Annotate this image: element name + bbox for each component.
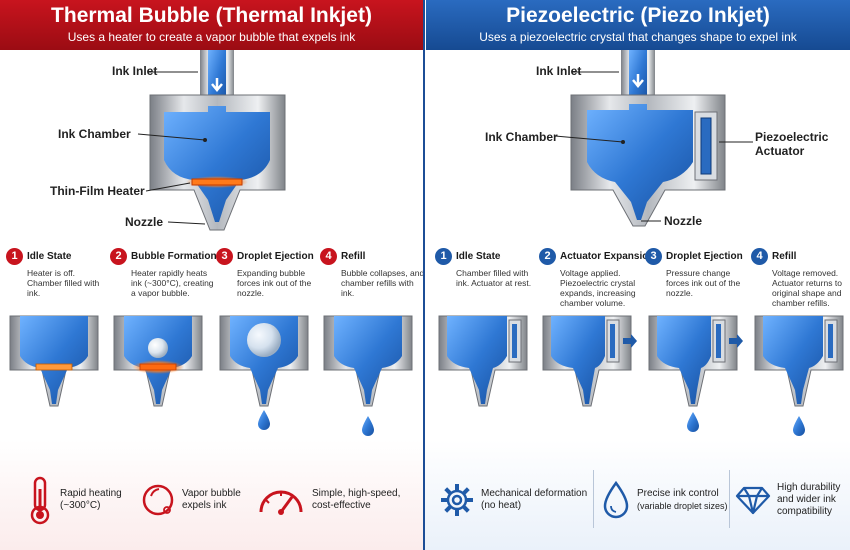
feature-separator	[729, 470, 730, 528]
piezo-panel: Piezoelectric (Piezo Inkjet) Uses a piez…	[425, 0, 850, 550]
piezo-expansion-illustration	[542, 315, 637, 407]
piezo-idle-illustration	[438, 315, 528, 407]
feature-line: expels ink	[182, 500, 227, 511]
piezo-step-idle: 1 Idle State Chamber filled with ink. Ac…	[435, 246, 539, 446]
callout-nozzle: Nozzle	[125, 215, 164, 229]
callout-nozzle: Nozzle	[664, 214, 703, 228]
feature-line: High durability	[777, 482, 841, 493]
piezo-step-refill: 4 Refill Voltage removed. Actuator retur…	[751, 246, 850, 446]
step-description: Voltage applied. Piezoelectric crystal e…	[560, 268, 636, 308]
piezo-steps: 1 Idle State Chamber filled with ink. Ac…	[425, 246, 850, 446]
piezo-ejection-illustration	[648, 315, 743, 432]
thermal-title: Thermal Bubble (Thermal Inkjet)	[51, 4, 372, 27]
thermal-banner: Thermal Bubble (Thermal Inkjet) Uses a h…	[0, 0, 423, 50]
step-title: Bubble Formation	[131, 250, 217, 262]
step-title: Idle State	[456, 250, 501, 262]
thermal-hero-diagram: Ink Inlet Ink Chamber Thin-Film Heater N…	[0, 50, 425, 240]
piezo-subtitle: Uses a piezoelectric crystal that change…	[479, 30, 797, 44]
thermal-features: Rapid heating (~300°C) Vapor bubble expe…	[0, 452, 425, 550]
feature-line: Vapor bubble	[182, 488, 241, 499]
step-number: 1	[435, 247, 452, 265]
callout-ink-inlet: Ink Inlet	[536, 64, 582, 78]
feature-line: and wider ink	[777, 494, 836, 505]
piezo-step-actuator-expansion: 2 Actuator Expansion Voltage applied. Pi…	[539, 246, 654, 446]
thermal-step-droplet-ejection: 3 Droplet Ejection Expanding bubble forc…	[216, 246, 320, 446]
piezo-features: Mechanical deformation (no heat) Precise…	[425, 452, 850, 550]
step-description: Heater is off. Chamber filled with ink.	[27, 268, 100, 298]
feature-line: compatibility	[777, 506, 833, 517]
step-title: Refill	[772, 250, 797, 262]
callout-ink-chamber: Ink Chamber	[485, 130, 558, 144]
step-title: Droplet Ejection	[666, 250, 743, 262]
feature-vapor-bubble: Vapor bubble expels ink	[140, 470, 241, 530]
step-number: 2	[539, 247, 556, 265]
thermal-panel: Thermal Bubble (Thermal Inkjet) Uses a h…	[0, 0, 425, 550]
feature-line: Precise ink control	[637, 488, 719, 499]
feature-line: Mechanical deformation	[481, 488, 588, 499]
step-number: 2	[110, 247, 127, 265]
thermometer-icon	[30, 476, 50, 525]
feature-high-speed: Simple, high-speed, cost-effective	[256, 470, 400, 530]
center-divider	[423, 0, 426, 550]
thermal-subtitle: Uses a heater to create a vapor bubble t…	[67, 30, 356, 44]
step-number: 3	[216, 247, 233, 265]
feature-precise-control: Precise ink control (variable droplet si…	[601, 470, 728, 530]
step-title: Idle State	[27, 250, 72, 262]
step-description: Expanding bubble forces ink out of the n…	[237, 268, 312, 298]
thermal-idle-illustration	[9, 315, 99, 407]
thermal-step-refill: 4 Refill Bubble collapses, and chamber r…	[320, 246, 424, 446]
piezo-title: Piezoelectric (Piezo Inkjet)	[506, 4, 770, 27]
speedometer-icon	[259, 490, 303, 515]
callout-actuator: Actuator	[755, 144, 805, 158]
step-description: Chamber filled with ink. Actuator at res…	[456, 268, 532, 288]
step-title: Droplet Ejection	[237, 250, 314, 262]
feature-line: (no heat)	[481, 500, 522, 511]
step-description: Voltage removed. Actuator returns to ori…	[772, 268, 842, 308]
thermal-printhead-illustration	[137, 50, 286, 231]
thermal-step-idle: 1 Idle State Heater is off. Chamber fill…	[6, 246, 110, 446]
callout-ink-inlet: Ink Inlet	[112, 64, 158, 78]
callout-thin-film-heater: Thin-Film Heater	[50, 184, 145, 198]
feature-line: Rapid heating	[60, 488, 122, 499]
thermal-ejection-illustration	[219, 315, 309, 430]
piezo-banner: Piezoelectric (Piezo Inkjet) Uses a piez…	[426, 0, 850, 50]
callout-ink-chamber: Ink Chamber	[58, 127, 131, 141]
feature-line: cost-effective	[312, 500, 371, 511]
bubble-icon	[142, 484, 174, 516]
gear-icon	[441, 484, 473, 516]
step-description: Pressure change forces ink out of the no…	[666, 268, 741, 298]
feature-rapid-heating: Rapid heating (~300°C)	[26, 470, 122, 530]
feature-line: Simple, high-speed,	[312, 488, 401, 499]
thermal-steps: 1 Idle State Heater is off. Chamber fill…	[0, 246, 425, 446]
thermal-refill-illustration	[323, 315, 413, 436]
step-title: Refill	[341, 250, 366, 262]
feature-line: (~300°C)	[60, 500, 101, 511]
droplet-icon	[603, 480, 629, 519]
step-title: Actuator Expansion	[560, 250, 655, 262]
feature-line: (variable droplet sizes)	[637, 501, 728, 511]
piezo-printhead-illustration	[554, 50, 753, 227]
thermal-step-bubble-formation: 2 Bubble Formation Heater rapidly heats …	[110, 246, 217, 446]
step-number: 3	[645, 247, 662, 265]
step-number: 4	[320, 247, 337, 265]
piezo-refill-illustration	[754, 315, 844, 436]
thermal-bubble-illustration	[113, 315, 203, 407]
piezo-hero-diagram: Ink Inlet Ink Chamber Piezoelectric Actu…	[425, 50, 850, 240]
feature-separator	[593, 470, 594, 528]
step-description: Heater rapidly heats ink (~300°C), creat…	[131, 268, 214, 298]
step-number: 4	[751, 247, 768, 265]
diamond-icon	[735, 486, 771, 515]
step-description: Bubble collapses, and chamber refills wi…	[341, 268, 425, 298]
step-number: 1	[6, 247, 23, 265]
piezo-step-droplet-ejection: 3 Droplet Ejection Pressure change force…	[645, 246, 749, 446]
feature-high-durability: High durability and wider ink compatibil…	[735, 470, 840, 530]
feature-mechanical-deformation: Mechanical deformation (no heat)	[439, 470, 587, 530]
callout-piezoelectric: Piezoelectric	[755, 130, 829, 144]
